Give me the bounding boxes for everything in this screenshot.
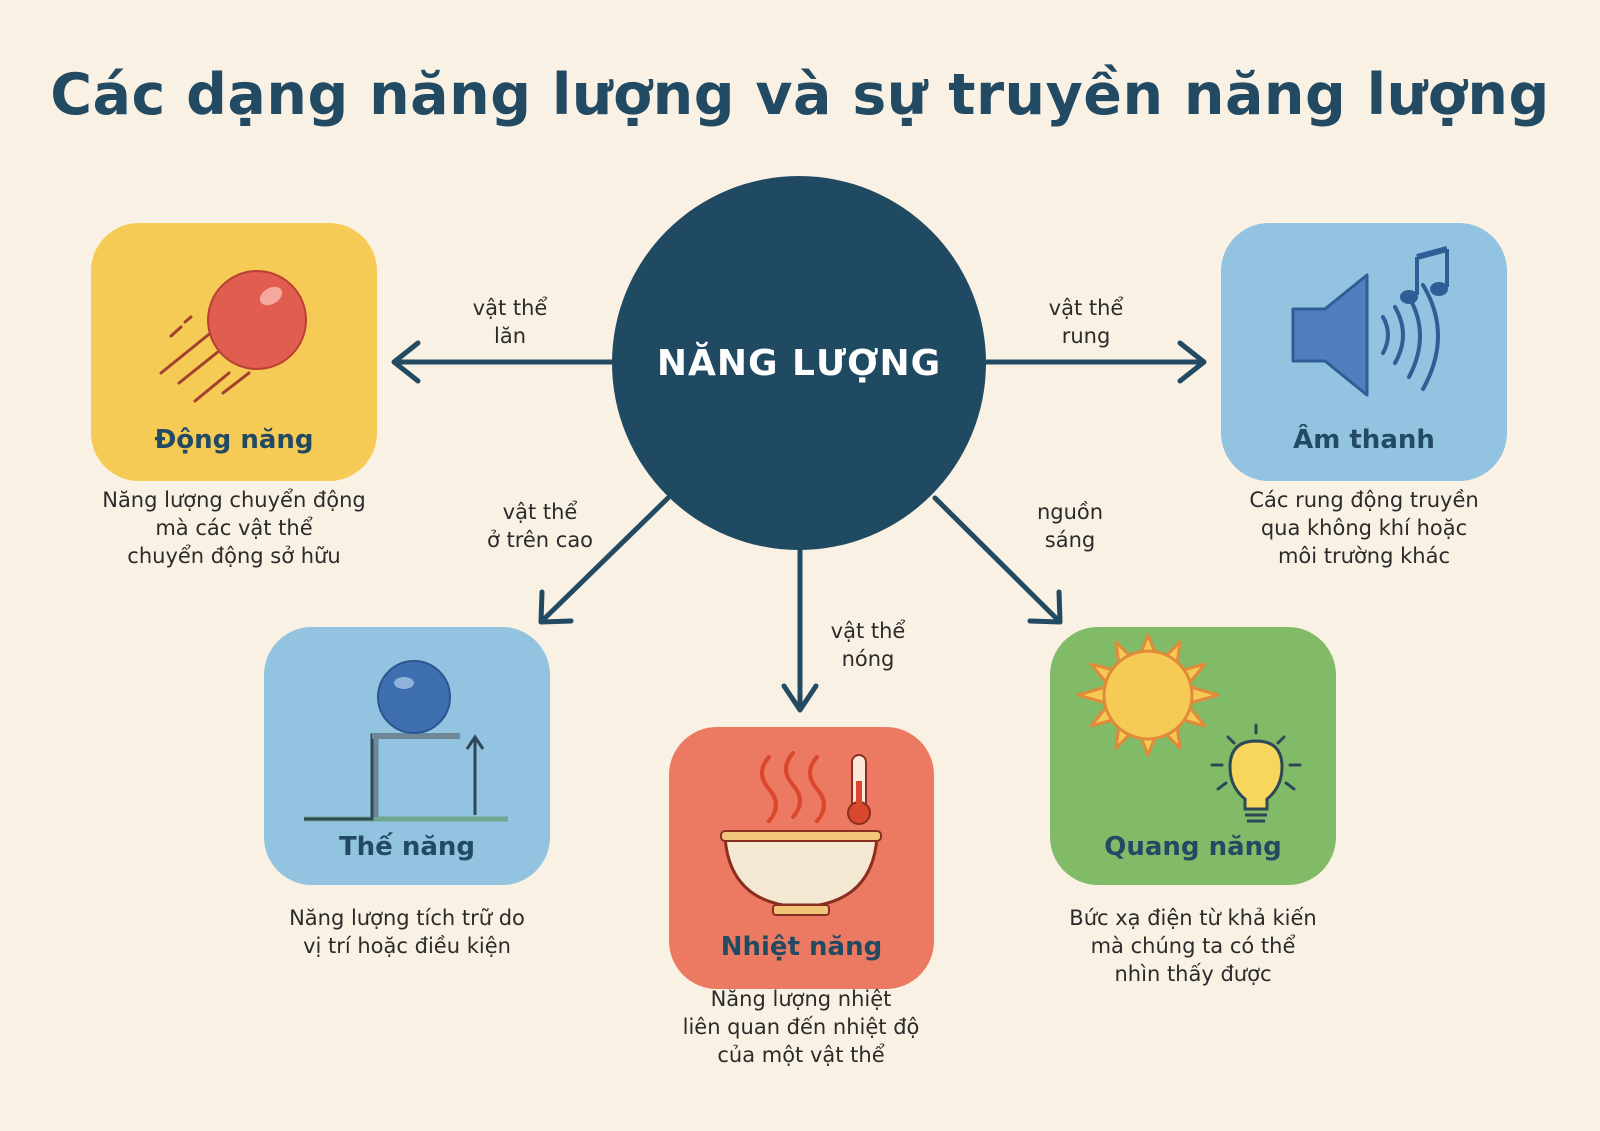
center-label: NĂNG LƯỢNG xyxy=(656,342,942,384)
edge-label-light: nguồn sáng xyxy=(1036,500,1104,552)
arrow-to-potential xyxy=(538,495,671,625)
edge-label-sound: vật thể rung xyxy=(1048,296,1124,348)
sun-icon xyxy=(1076,633,1220,757)
arrow-to-kinetic xyxy=(391,340,615,384)
card-thermal-name: Nhiệt năng xyxy=(720,932,883,962)
card-sound: Âm thanh xyxy=(1221,223,1507,481)
hot-bowl-icon xyxy=(720,751,882,916)
card-potential-description: Năng lượng tích trữ do vị trí hoặc điều … xyxy=(289,906,525,958)
card-sound-name: Âm thanh xyxy=(1293,425,1435,455)
light-bulb-icon xyxy=(1210,723,1302,823)
card-potential-name: Thế năng xyxy=(338,832,476,862)
card-potential: Thế năng xyxy=(264,627,550,885)
card-kinetic: Động năng xyxy=(91,223,377,481)
card-thermal-description: Năng lượng nhiệt liên quan đến nhiệt độ … xyxy=(682,987,920,1067)
music-note-icon xyxy=(1400,246,1449,304)
thermometer-icon xyxy=(847,754,871,825)
arrow-to-sound xyxy=(983,340,1207,384)
sun-and-bulb-icon xyxy=(1076,633,1302,823)
edge-label-thermal: vật thể nóng xyxy=(830,619,906,671)
card-kinetic-description: Năng lượng chuyển động mà các vật thể ch… xyxy=(102,488,366,568)
ball-on-ledge-icon xyxy=(304,660,508,822)
edge-label-kinetic: vật thể lăn xyxy=(472,296,548,348)
edge-label-potential: vật thể ở trên cao xyxy=(486,500,594,552)
speaker-icon xyxy=(1291,246,1449,397)
card-light-description: Bức xạ điện từ khả kiến mà chúng ta có t… xyxy=(1069,906,1317,986)
diagram-title: Các dạng năng lượng và sự truyền năng lư… xyxy=(50,62,1550,128)
arrow-to-light xyxy=(932,495,1063,625)
card-sound-description: Các rung động truyền qua không khí hoặc … xyxy=(1249,488,1479,568)
card-light-name: Quang năng xyxy=(1104,832,1282,862)
rolling-ball-icon xyxy=(159,270,307,403)
card-light: Quang năng xyxy=(1050,627,1336,885)
arrow-to-thermal xyxy=(781,547,819,713)
card-kinetic-name: Động năng xyxy=(154,425,314,455)
center-node: NĂNG LƯỢNG xyxy=(612,176,986,550)
card-thermal: Nhiệt năng xyxy=(669,727,934,989)
